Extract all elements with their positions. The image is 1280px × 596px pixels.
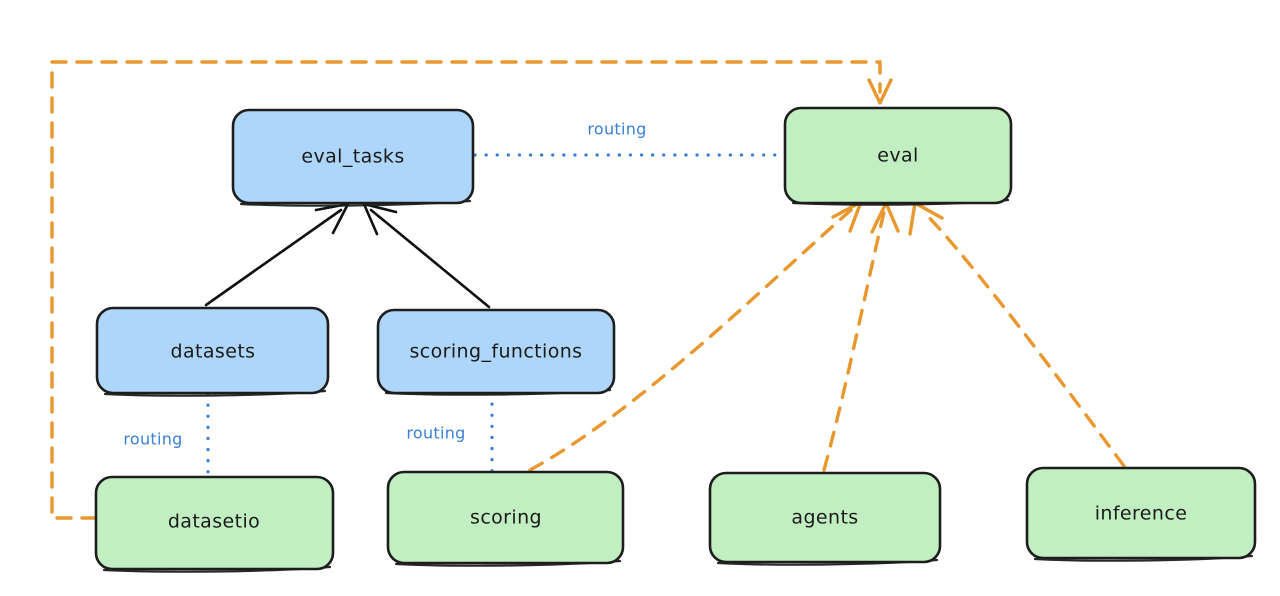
node-datasets[interactable]: datasets	[95, 306, 330, 397]
node-agents-label: agents	[791, 507, 858, 529]
edge-datasetio-eval	[50, 60, 893, 520]
node-layer: eval_tasks eval datasets scoring_functio…	[94, 106, 1257, 573]
node-eval_tasks[interactable]: eval_tasks	[231, 108, 475, 207]
edge-agents-eval-arrowhead	[870, 201, 900, 234]
node-inference-box[interactable]	[1025, 466, 1257, 560]
edge-datasets-eval_tasks	[204, 202, 350, 307]
edge-scoring-eval-path	[528, 208, 853, 472]
node-scoring_functions-label: scoring_functions	[410, 341, 583, 363]
edge-layer	[50, 60, 1126, 520]
node-agents-box[interactable]	[708, 471, 942, 564]
node-eval[interactable]: eval	[783, 106, 1013, 206]
edge-label-routing-eval-tasks: routing	[587, 120, 646, 139]
edge-label-routing-datasets: routing	[123, 430, 182, 449]
edge-inference-eval-arrowhead	[908, 201, 944, 236]
node-eval-box[interactable]	[783, 106, 1013, 205]
edge-inference-eval	[908, 201, 1126, 468]
edge-datasetio-eval-path	[50, 60, 882, 520]
node-scoring[interactable]: scoring	[386, 470, 625, 567]
node-datasetio-box[interactable]	[94, 475, 335, 571]
node-scoring-label: scoring	[470, 507, 542, 529]
edge-inference-eval-path	[921, 209, 1126, 468]
node-datasetio[interactable]: datasetio	[94, 475, 335, 573]
edge-scoring-eval-arrowhead	[831, 200, 863, 233]
node-datasets-box[interactable]	[95, 306, 330, 395]
node-inference[interactable]: inference	[1025, 466, 1257, 562]
node-datasetio-label: datasetio	[168, 511, 260, 533]
node-eval_tasks-label: eval_tasks	[301, 146, 404, 168]
edge-datasets-eval_tasks-path	[204, 208, 343, 307]
node-eval_tasks-box[interactable]	[231, 108, 475, 205]
edge-label-routing-scoring-functions: routing	[406, 424, 465, 443]
node-datasets-label: datasets	[171, 341, 256, 363]
edge-agents-eval-path	[822, 210, 886, 472]
edge-datasets-eval_tasks-arrowhead	[314, 202, 350, 235]
node-scoring-box[interactable]	[386, 470, 625, 565]
node-eval-label: eval	[877, 145, 918, 167]
edge-scoring_functions-eval_tasks-path	[369, 208, 491, 309]
edge-scoring_functions-eval_tasks	[362, 202, 491, 309]
edge-agents-eval	[822, 201, 900, 472]
edge-datasetio-eval-arrowhead	[867, 78, 893, 105]
node-scoring_functions[interactable]: scoring_functions	[376, 308, 616, 396]
node-scoring_functions-box[interactable]	[376, 308, 616, 395]
edge-label-layer: routing routing routing	[123, 120, 646, 449]
node-agents[interactable]: agents	[708, 471, 942, 566]
node-inference-label: inference	[1095, 503, 1188, 525]
